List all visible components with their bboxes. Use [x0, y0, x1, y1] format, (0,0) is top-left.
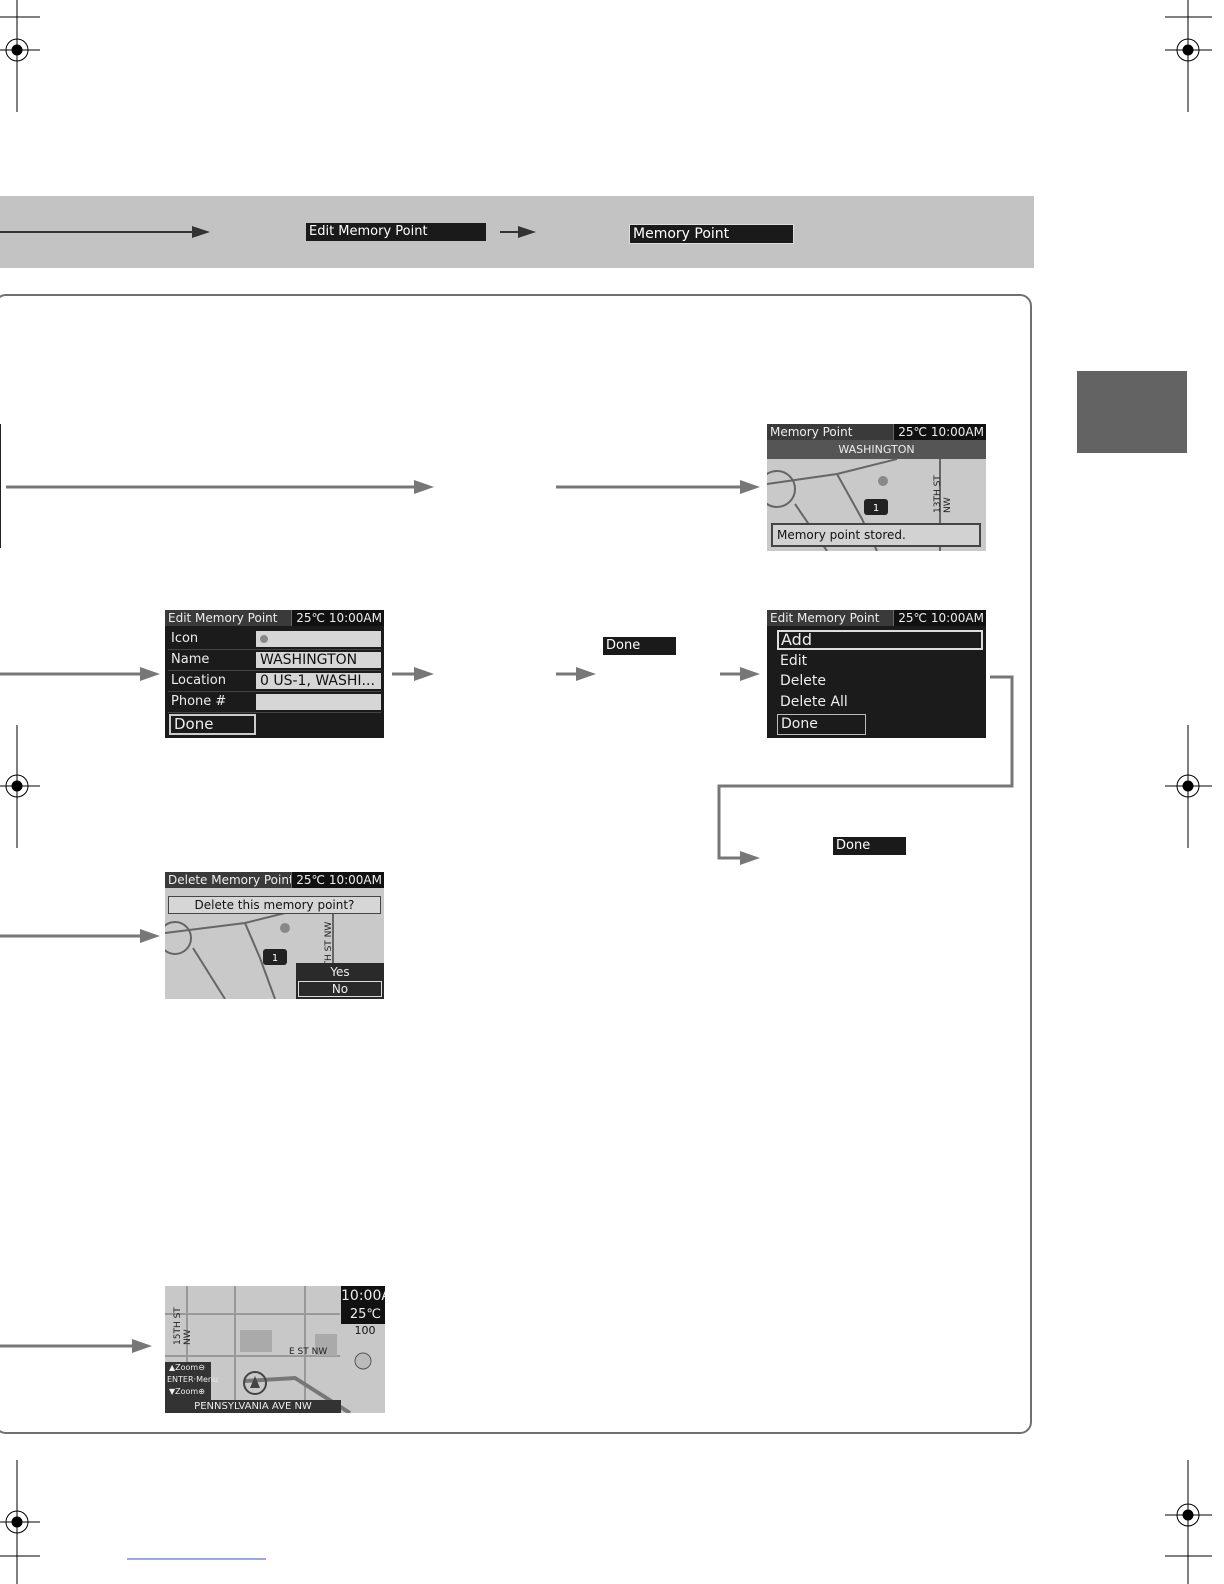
breadcrumb-step-memory-point: Memory Point: [629, 224, 794, 244]
clock: 25℃ 10:00AM: [893, 424, 986, 440]
edit-memory-point-screen: Edit Memory Point 25℃ 10:00AM Icon Name …: [165, 610, 384, 738]
icon-value: [256, 631, 381, 647]
clock: 25℃ 10:00AM: [893, 610, 986, 626]
delete-question: Delete this memory point?: [168, 896, 381, 914]
menu-delete[interactable]: Delete: [780, 673, 826, 689]
route-shield: 1: [873, 503, 879, 514]
street-label-e: E ST NW: [289, 1347, 328, 1357]
clock: 25℃ 10:00AM: [291, 872, 384, 888]
stored-message: Memory point stored.: [771, 523, 981, 547]
zoom-panel: [165, 1362, 211, 1401]
chapter-tab: [1077, 371, 1187, 453]
done-label-1: Done: [603, 637, 676, 655]
name-label: Name: [171, 652, 210, 667]
name-row[interactable]: Name WASHINGTON: [168, 651, 381, 671]
location-value: 0 US-1, WASHI...: [256, 673, 381, 689]
menu-done[interactable]: Done: [777, 714, 866, 735]
zoom-out-hint[interactable]: ▲Zoom⊖: [169, 1363, 205, 1372]
yes-button[interactable]: Yes: [330, 965, 350, 979]
memory-pin-icon: [260, 635, 268, 643]
enter-menu-hint[interactable]: ENTER·Menu: [167, 1375, 219, 1384]
location-label: Location: [171, 673, 226, 688]
compass-icon: [354, 1352, 372, 1370]
route-shield: 1: [272, 953, 278, 964]
icon-label: Icon: [171, 631, 199, 646]
map-roads: 1: [165, 907, 334, 999]
memory-point-stored-screen: Memory Point 25℃ 10:00AM WASHINGTON 1 13…: [767, 424, 986, 551]
map-grid: [165, 1286, 372, 1413]
add-highlight: [777, 630, 983, 650]
phone-value: [256, 694, 381, 710]
vehicle-position-icon: [243, 1371, 267, 1395]
content-frame: [0, 294, 1032, 1434]
phone-row[interactable]: Phone #: [168, 693, 381, 713]
map-view-screen: 15TH ST NW E ST NW 10:00AM 25℃ 100 ▲Zoom…: [165, 1286, 385, 1413]
name-value: WASHINGTON: [256, 652, 381, 668]
zoom-in-hint[interactable]: ▼Zoom⊕: [169, 1387, 205, 1396]
memory-pin-icon: [878, 476, 888, 486]
menu-edit[interactable]: Edit: [780, 653, 808, 669]
breadcrumb-arrows: [0, 226, 536, 238]
no-button[interactable]: No: [298, 981, 382, 997]
street-label-vertical: 15TH ST NW: [173, 1307, 193, 1345]
menu-add[interactable]: Add: [781, 630, 812, 649]
memory-pin-icon: [280, 923, 290, 933]
done-label-2: Done: [833, 837, 906, 855]
done-button[interactable]: Done: [169, 714, 256, 735]
temperature-display: 25℃: [341, 1306, 385, 1324]
scale-display: 100: [354, 1324, 376, 1337]
breadcrumb-step-edit-memory-point: Edit Memory Point: [306, 223, 486, 241]
clock: 25℃ 10:00AM: [291, 610, 384, 626]
delete-memory-point-screen: Delete Memory Point 25℃ 10:00AM 1 13TH S…: [165, 872, 384, 999]
street-label: 13TH ST NW: [933, 475, 953, 513]
time-display: 10:00AM: [341, 1286, 385, 1306]
location-row[interactable]: Location 0 US-1, WASHI...: [168, 672, 381, 692]
edit-menu-screen: Edit Memory Point 25℃ 10:00AM Add Edit D…: [767, 610, 986, 738]
phone-label: Phone #: [171, 694, 227, 709]
current-street: PENNSYLVANIA AVE NW: [165, 1400, 341, 1413]
menu-delete-all[interactable]: Delete All: [780, 694, 848, 710]
icon-row[interactable]: Icon: [168, 630, 381, 650]
area-name: WASHINGTON: [767, 440, 986, 459]
